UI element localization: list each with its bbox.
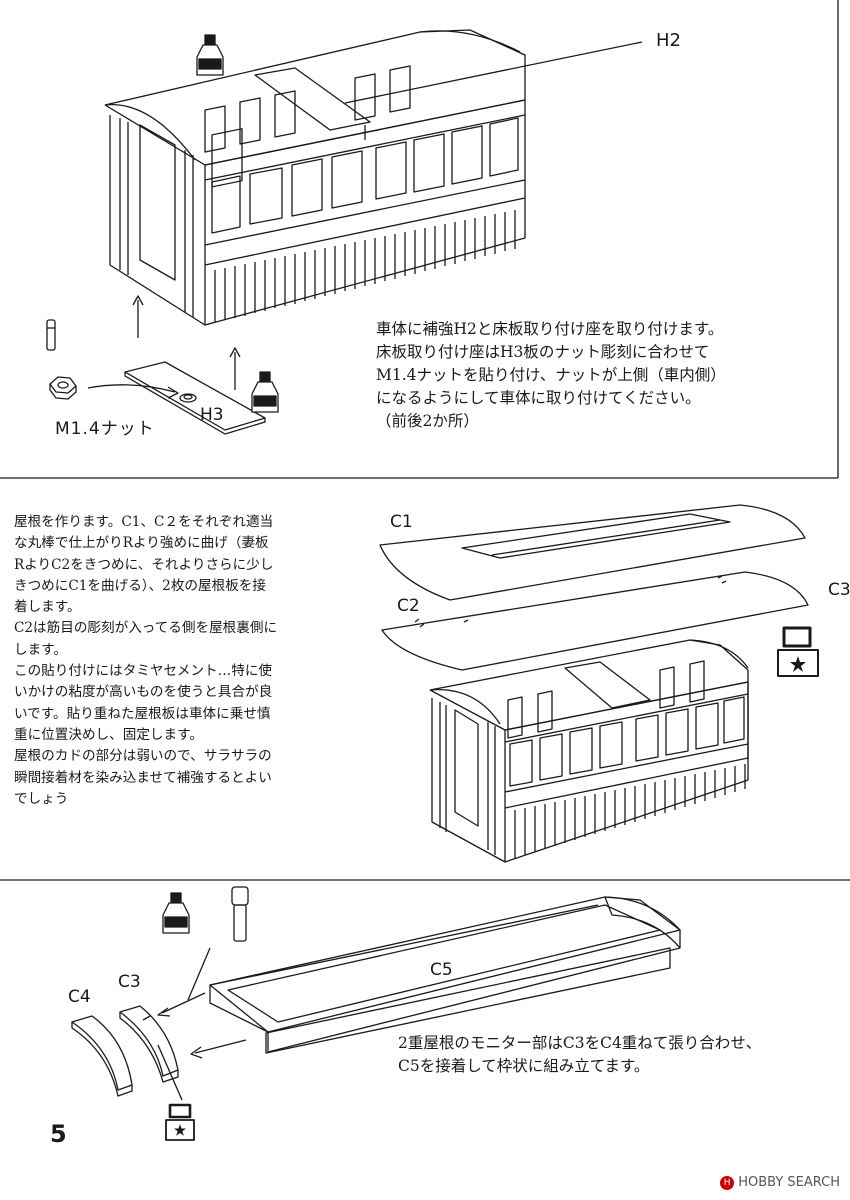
- label-c2: C2: [397, 596, 420, 616]
- step2-line: な丸棒で仕上がりRより強めに曲げ（妻板: [14, 535, 269, 552]
- h2-leader-line: [344, 41, 643, 104]
- glue-bottle-icon-2: [251, 371, 279, 413]
- step2-line: いです。貼り重ねた屋根板は車体に乗せ慎: [14, 705, 271, 722]
- tape-star-icon: [777, 626, 819, 677]
- tape-star-icon-2: [165, 1103, 195, 1141]
- clip-leader-line: [157, 1044, 183, 1101]
- bit-icon: [46, 319, 56, 351]
- step2-line: 屋根のカドの部分は弱いので、サラサラの: [14, 748, 272, 765]
- h3-floor-plate: [124, 361, 266, 435]
- label-h3: H3: [200, 405, 224, 425]
- label-c4: C4: [68, 987, 91, 1007]
- step2-line: 瞬間接着材を染み込ませて補強するとよい: [14, 769, 272, 786]
- step2-line: します。: [14, 641, 68, 658]
- glue-leader-line: [187, 947, 211, 1001]
- glue-bottle-icon: [196, 34, 224, 76]
- c5-rail-lower: [265, 947, 671, 1054]
- car-body-step1: [104, 29, 526, 326]
- label-h2: H2: [656, 30, 681, 51]
- up-arrow-left: [132, 295, 144, 338]
- watermark-text: HOBBY SEARCH: [738, 1175, 840, 1190]
- label-c3: C3: [118, 972, 141, 992]
- up-arrow-right: [229, 347, 241, 390]
- label-c3-cut: C3: [828, 580, 850, 600]
- step1-instructions: 車体に補強H2と床板取り付け座を取り付けます。 床板取り付け座はH3板のナット彫…: [376, 318, 816, 433]
- step2-line: 着します。: [14, 599, 81, 616]
- step2-line: この貼り付けにはタミヤセメント…特に使: [14, 663, 273, 680]
- step2-line: RよりC2をきつめに、それよりさらに少し: [14, 556, 274, 573]
- step2-line: 屋根を作ります。C1、C２をそれぞれ適当: [14, 514, 274, 530]
- c3-arrow-upper: [157, 992, 206, 1017]
- step1-line: M1.4ナットを貼り付け、ナットが上側（車内側）: [376, 366, 726, 384]
- roof-c1: [379, 504, 806, 601]
- step1-line: 車体に補強H2と床板取り付け座を取り付けます。: [376, 320, 724, 338]
- step3-line: C5を接着して枠状に組み立てます。: [398, 1057, 650, 1075]
- step1-line: 床板取り付け座はH3板のナット彫刻に合わせて: [376, 343, 710, 361]
- step2-instructions: 屋根を作ります。C1、C２をそれぞれ適当 な丸棒で仕上がりRより強めに曲げ（妻板…: [14, 512, 364, 810]
- step3-instructions: 2重屋根のモニター部はC3をC4重ねて張り合わせ、 C5を接着して枠状に組み立て…: [398, 1032, 838, 1078]
- glue-bottle-icon-3: [162, 892, 190, 934]
- step3-line: 2重屋根のモニター部はC3をC4重ねて張り合わせ、: [398, 1034, 762, 1052]
- label-c5: C5: [430, 960, 453, 980]
- car-body-step2: [429, 639, 749, 863]
- page-number: 5: [50, 1120, 67, 1148]
- step1-line: になるようにして車体に取り付けてください。: [376, 389, 701, 407]
- cement-applicator-icon: [231, 886, 249, 942]
- nut-arrow: [87, 384, 176, 393]
- step2-line: 重に位置決めし、固定します。: [14, 726, 203, 743]
- label-c1: C1: [390, 512, 413, 532]
- c3-strip: [119, 1005, 179, 1083]
- c3-arrow-lower: [190, 1039, 247, 1059]
- label-m14-nut: M1.4ナット: [55, 419, 155, 439]
- roof-c2: [381, 571, 809, 671]
- step1-line: （前後2か所）: [376, 412, 479, 430]
- nut-arrowhead: [167, 386, 179, 399]
- step2-line: C2は筋目の彫刻が入ってる側を屋根裏側に: [14, 620, 278, 637]
- m14-nut: [49, 376, 77, 400]
- step2-line: でしょう: [14, 790, 69, 807]
- step2-line: いかけの粘度が高いものを使うと具合が良: [14, 684, 273, 701]
- hobby-search-logo-icon: H: [720, 1175, 735, 1190]
- c5-rail-upper: [209, 904, 599, 986]
- h2-reinforcement-plate: [254, 67, 371, 131]
- step2-line: きつめにC1を曲げる）、2枚の屋根板を接: [14, 577, 266, 594]
- c4-strip: [71, 1015, 133, 1097]
